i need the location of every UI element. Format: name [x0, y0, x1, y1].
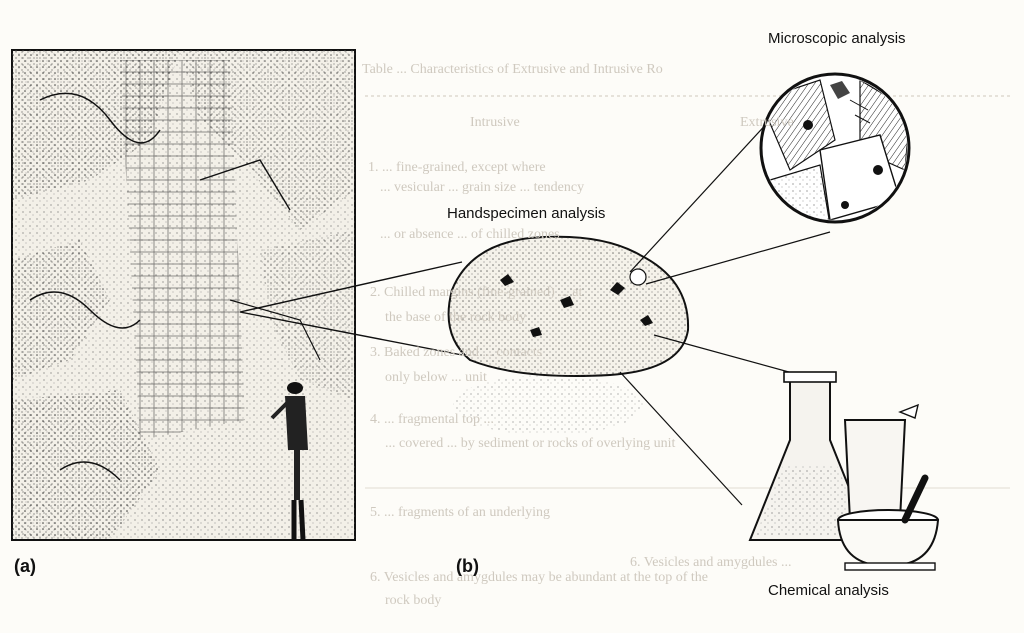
panel-a-label: (a) [14, 556, 36, 576]
background-text-line: 5. ... fragments of an underlying [370, 505, 551, 520]
outcrop-to-specimen-lines [239, 261, 463, 356]
hand-specimen-rock [447, 235, 690, 435]
outcrop-illustration [11, 49, 356, 541]
background-text-line: 6. Vesicles and amygdules may be abundan… [370, 570, 708, 585]
background-text-line: Extrusive [740, 115, 794, 130]
background-text-line: 6. Vesicles and amygdules ... [630, 555, 792, 570]
chemical-analysis-label: Chemical analysis [768, 582, 889, 599]
background-text-line: ... or absence ... of chilled zones [380, 227, 560, 242]
background-text-line: ... vesicular ... grain size ... tendenc… [380, 180, 585, 195]
background-text-line: 3. Baked zones and ... contacts [370, 345, 543, 360]
background-text-line: 2. Chilled margins (fine-grained) ... at [370, 285, 583, 300]
background-text-line: Table ... Characteristics of Extrusive a… [362, 62, 663, 77]
background-text-line: 1. ... fine-grained, except where [368, 160, 546, 175]
panel-b-label: (b) [456, 556, 479, 576]
chemistry-glassware [748, 371, 940, 571]
background-text-line: the base of the rock body [385, 310, 527, 325]
background-text-line: ... covered ... by sediment or rocks of … [385, 436, 676, 451]
background-text-line: only below ... unit [385, 370, 487, 385]
specimen-to-microscope-lines [629, 119, 831, 285]
background-text-line: 4. ... fragmental top ... [370, 412, 495, 427]
thin-section-view [759, 72, 911, 224]
handspecimen-analysis-label: Handspecimen analysis [447, 205, 606, 222]
geologist-figure [270, 382, 308, 540]
microscopic-analysis-label: Microscopic analysis [768, 30, 906, 47]
background-text-line: rock body [385, 593, 442, 608]
background-text-line: Intrusive [470, 115, 520, 130]
